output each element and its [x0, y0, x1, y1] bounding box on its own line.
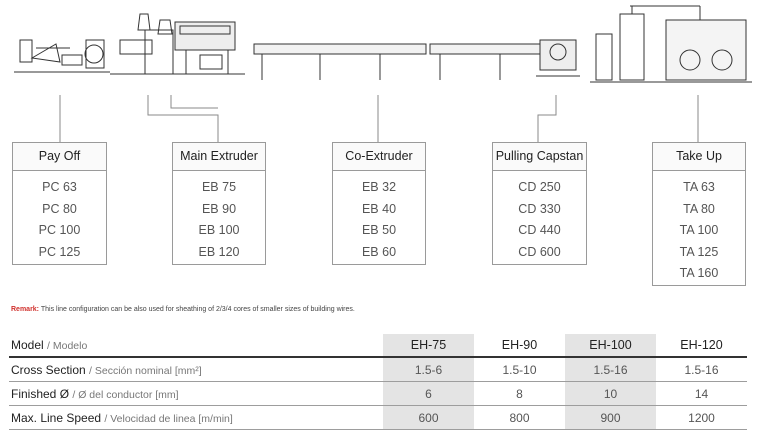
table-cell: 900 — [565, 405, 656, 430]
row-sub: / Ø del conductor [mm] — [72, 388, 179, 401]
row-sub: / Velocidad de linea [m/min] — [104, 412, 233, 425]
table-cell: 6 — [383, 381, 474, 406]
model-item: TA 100 — [679, 223, 719, 237]
model-header: EH-90 — [474, 334, 565, 358]
cooling-trough — [253, 43, 541, 80]
spec-table: Model / Modelo EH-75 EH-90 EH-100 EH-120… — [9, 334, 747, 430]
model-item: TA 80 — [683, 201, 715, 216]
model-item: PC 80 — [42, 201, 77, 216]
station-pay-off: Pay Off PC 63 PC 80 PC 100 PC 125 — [12, 142, 107, 265]
model-header: EH-75 — [383, 334, 474, 358]
table-cell: 8 — [474, 381, 565, 406]
table-cell: 800 — [474, 405, 565, 430]
table-cell: 600 — [383, 405, 474, 430]
remark-text: This line configuration can be also used… — [40, 306, 355, 313]
model-header: EH-100 — [565, 334, 656, 358]
station-title: Take Up — [653, 143, 745, 171]
connector-lines — [59, 95, 699, 142]
station-title: Pay Off — [13, 143, 106, 171]
row-label-cell: Finished Ø / Ø del conductor [mm] — [9, 381, 383, 406]
table-row: Max. Line Speed / Velocidad de linea [m/… — [9, 405, 747, 430]
model-item: CD 330 — [518, 201, 561, 216]
model-item: EB 32 — [361, 180, 397, 194]
station-take-up: Take Up TA 63 TA 80 TA 100 TA 125 TA 160 — [652, 142, 746, 286]
model-item: TA 125 — [679, 244, 719, 259]
model-item: TA 63 — [683, 180, 715, 194]
table-header-row: Model / Modelo EH-75 EH-90 EH-100 EH-120 — [9, 334, 747, 358]
model-item: EB 75 — [201, 180, 237, 194]
row-sub: / Sección nominal [mm²] — [89, 364, 202, 377]
row-label: Max. Line Speed — [11, 410, 102, 425]
table-cell: 1.5-10 — [474, 357, 565, 382]
table-cell: 1.5-6 — [383, 357, 474, 382]
main-extruder-machine — [110, 13, 245, 75]
model-item: CD 250 — [518, 180, 561, 194]
model-item: EB 100 — [198, 223, 240, 237]
table-cell: 1.5-16 — [565, 357, 656, 382]
model-item: EB 50 — [361, 223, 397, 237]
production-line-drawing — [14, 5, 752, 83]
header-label-cell: Model / Modelo — [9, 334, 383, 358]
remark-note: Remark: This line configuration can be a… — [11, 306, 355, 313]
row-label: Cross Section — [11, 362, 86, 377]
model-item: PC 100 — [38, 223, 81, 237]
table-row: Finished Ø / Ø del conductor [mm] 6 8 10… — [9, 381, 747, 406]
model-item: EB 40 — [361, 201, 397, 216]
header-label: Model — [11, 338, 44, 352]
row-label-cell: Max. Line Speed / Velocidad de linea [m/… — [9, 405, 383, 430]
pay-off-machine — [14, 39, 110, 73]
model-item: EB 120 — [198, 244, 240, 259]
table-cell: 1.5-16 — [656, 357, 747, 382]
station-main-extruder: Main Extruder EB 75 EB 90 EB 100 EB 120 — [172, 142, 266, 265]
header-sub: / Modelo — [47, 340, 88, 352]
row-label-cell: Cross Section / Sección nominal [mm²] — [9, 357, 383, 382]
table-row: Cross Section / Sección nominal [mm²] 1.… — [9, 357, 747, 382]
table-cell: 14 — [656, 381, 747, 406]
remark-label: Remark: — [11, 306, 40, 313]
model-item: EB 60 — [361, 244, 397, 259]
model-item: PC 63 — [42, 180, 77, 194]
model-item: EB 90 — [201, 201, 237, 216]
model-item: PC 125 — [38, 244, 81, 259]
station-title: Co-Extruder — [333, 143, 425, 171]
model-item: TA 160 — [679, 266, 719, 280]
pulling-capstan-machine — [536, 39, 580, 77]
row-label: Finished Ø — [11, 386, 70, 401]
station-title: Pulling Capstan — [493, 143, 586, 171]
model-item: CD 440 — [518, 223, 561, 237]
station-co-extruder: Co-Extruder EB 32 EB 40 EB 50 EB 60 — [332, 142, 426, 265]
table-cell: 10 — [565, 381, 656, 406]
station-title: Main Extruder — [173, 143, 265, 171]
model-header: EH-120 — [656, 334, 747, 358]
model-item: CD 600 — [518, 244, 561, 259]
table-cell: 1200 — [656, 405, 747, 430]
station-pulling-capstan: Pulling Capstan CD 250 CD 330 CD 440 CD … — [492, 142, 587, 265]
take-up-machine — [590, 5, 752, 83]
